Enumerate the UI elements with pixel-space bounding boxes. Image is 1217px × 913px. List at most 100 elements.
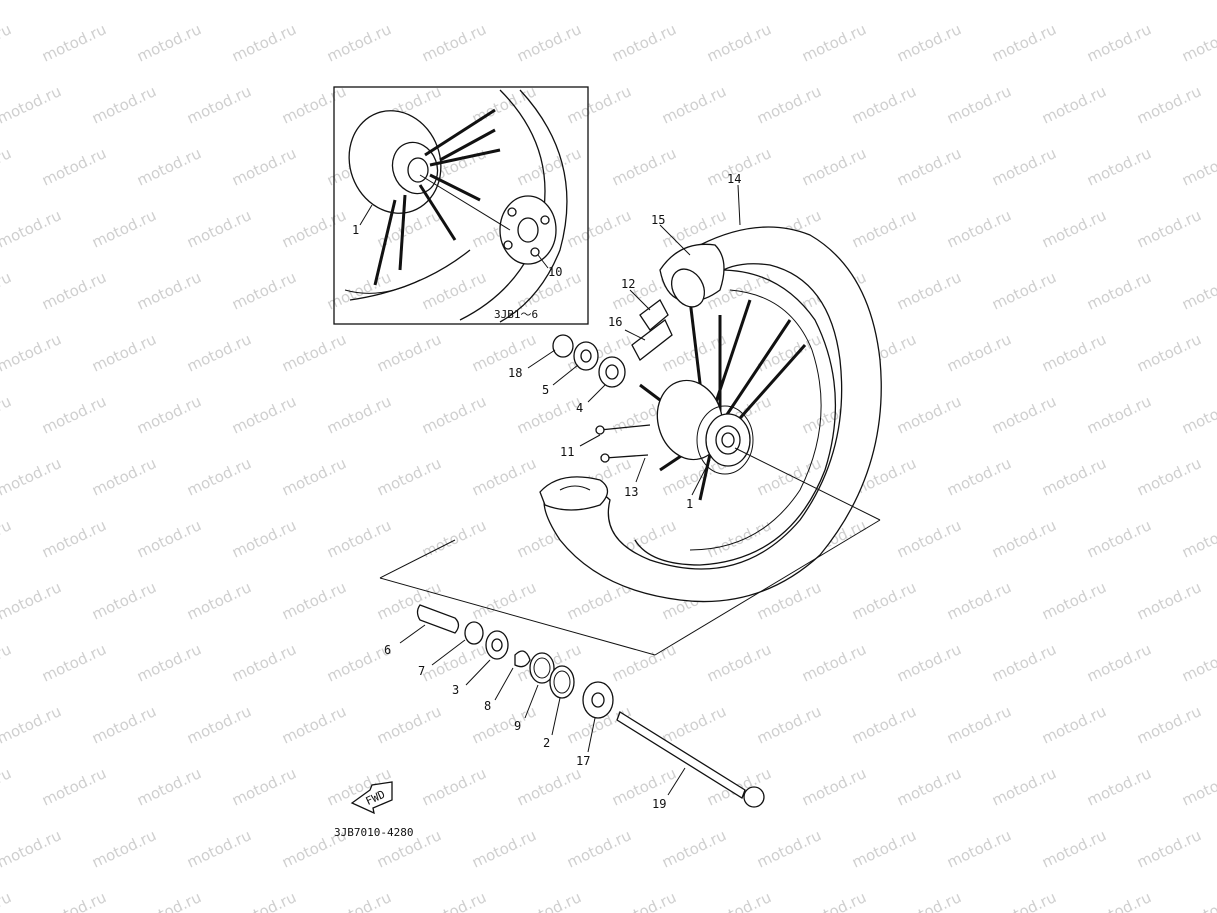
watermark-text: motod.ru	[704, 888, 774, 913]
watermark-text: motod.ru	[134, 888, 204, 913]
watermark-text: motod.ru	[0, 268, 14, 313]
watermark-text: motod.ru	[659, 82, 729, 127]
watermark-text: motod.ru	[0, 206, 64, 251]
watermark-text: motod.ru	[754, 0, 824, 4]
watermark-text: motod.ru	[1039, 702, 1109, 747]
fwd-arrow-icon: FWD	[350, 781, 393, 815]
diagram-code: 3JB7010-4280	[334, 826, 413, 839]
callout-8: 8	[484, 699, 491, 713]
watermark-text: motod.ru	[229, 144, 299, 189]
watermark-text: motod.ru	[134, 764, 204, 809]
watermark-text: motod.ru	[419, 392, 489, 437]
watermark-text: motod.ru	[659, 826, 729, 871]
watermark-text: motod.ru	[374, 0, 444, 4]
watermark-text: motod.ru	[1179, 516, 1217, 561]
watermark-text: motod.ru	[989, 20, 1059, 65]
watermark-text: motod.ru	[469, 330, 539, 375]
watermark-text: motod.ru	[39, 640, 109, 685]
watermark-text: motod.ru	[564, 0, 634, 4]
watermark-text: motod.ru	[229, 516, 299, 561]
leader-lines	[399, 184, 741, 796]
watermark-text: motod.ru	[514, 392, 584, 437]
callout-19: 19	[652, 797, 666, 811]
watermark-text: motod.ru	[0, 330, 64, 375]
watermark-text: motod.ru	[0, 454, 64, 499]
callout-14: 14	[727, 172, 741, 186]
callout-13: 13	[624, 485, 638, 499]
callout-18: 18	[508, 366, 522, 380]
watermark-text: motod.ru	[944, 82, 1014, 127]
watermark-text: motod.ru	[184, 330, 254, 375]
watermark-text: motod.ru	[469, 826, 539, 871]
watermark-text: motod.ru	[849, 0, 919, 4]
watermark-text: motod.ru	[89, 578, 159, 623]
watermark-text: motod.ru	[184, 702, 254, 747]
callout-9: 9	[514, 719, 521, 733]
watermark-text: motod.ru	[609, 764, 679, 809]
watermark-text: motod.ru	[989, 888, 1059, 913]
watermark-text: motod.ru	[849, 578, 919, 623]
wheel-assembly	[379, 226, 882, 656]
watermark-text: motod.ru	[279, 82, 349, 127]
watermark-text: motod.ru	[89, 206, 159, 251]
watermark-text: motod.ru	[849, 82, 919, 127]
watermark-text: motod.ru	[469, 454, 539, 499]
watermark-text: motod.ru	[279, 330, 349, 375]
watermark-text: motod.ru	[1039, 578, 1109, 623]
watermark-text: motod.ru	[944, 826, 1014, 871]
watermark-text: motod.ru	[704, 20, 774, 65]
watermark-text: motod.ru	[1179, 144, 1217, 189]
watermark-text: motod.ru	[89, 454, 159, 499]
watermark-text: motod.ru	[944, 454, 1014, 499]
watermark-text: motod.ru	[1134, 330, 1204, 375]
watermark-text: motod.ru	[39, 392, 109, 437]
watermark-text: motod.ru	[1039, 82, 1109, 127]
watermark-text: motod.ru	[1039, 454, 1109, 499]
callout-16: 16	[608, 315, 622, 329]
inset-detail: 1 10 3JB1～6	[333, 86, 589, 325]
watermark-text: motod.ru	[134, 144, 204, 189]
watermark-text: motod.ru	[279, 578, 349, 623]
watermark-text: motod.ru	[0, 392, 14, 437]
watermark-text: motod.ru	[754, 826, 824, 871]
inset-label: 3JB1～6	[494, 308, 538, 321]
watermark-text: motod.ru	[419, 268, 489, 313]
watermark-text: motod.ru	[229, 640, 299, 685]
watermark-text: motod.ru	[1039, 206, 1109, 251]
watermark-text: motod.ru	[514, 764, 584, 809]
watermark-text: motod.ru	[1179, 20, 1217, 65]
callout-5: 5	[542, 383, 549, 397]
watermark-text: motod.ru	[134, 20, 204, 65]
watermark-text: motod.ru	[1134, 826, 1204, 871]
watermark-text: motod.ru	[39, 268, 109, 313]
watermark-text: motod.ru	[229, 268, 299, 313]
left-side-parts	[552, 334, 626, 388]
watermark-text: motod.ru	[324, 888, 394, 913]
watermark-text: motod.ru	[944, 0, 1014, 4]
watermark-text: motod.ru	[0, 826, 64, 871]
watermark-text: motod.ru	[184, 826, 254, 871]
watermark-text: motod.ru	[1084, 640, 1154, 685]
watermark-text: motod.ru	[894, 888, 964, 913]
callouts: 14 15 12 16 18 5 4 11 13 1 6 7 3 8 9 2 1…	[384, 172, 741, 811]
watermark-text: motod.ru	[704, 640, 774, 685]
watermark-text: motod.ru	[184, 0, 254, 4]
callout-15: 15	[651, 213, 665, 227]
watermark-text: motod.ru	[1039, 826, 1109, 871]
watermark-text: motod.ru	[989, 268, 1059, 313]
watermark-text: motod.ru	[0, 578, 64, 623]
watermark-text: motod.ru	[184, 454, 254, 499]
watermark-text: motod.ru	[609, 144, 679, 189]
watermark-text: motod.ru	[39, 20, 109, 65]
watermark-text: motod.ru	[564, 826, 634, 871]
watermark-text: motod.ru	[659, 0, 729, 4]
watermark-text: motod.ru	[229, 392, 299, 437]
watermark-text: motod.ru	[134, 516, 204, 561]
watermark-text: motod.ru	[374, 330, 444, 375]
watermark-text: motod.ru	[1084, 144, 1154, 189]
watermark-text: motod.ru	[659, 702, 729, 747]
watermark-text: motod.ru	[39, 516, 109, 561]
watermark-text: motod.ru	[419, 640, 489, 685]
watermark-text: motod.ru	[134, 640, 204, 685]
